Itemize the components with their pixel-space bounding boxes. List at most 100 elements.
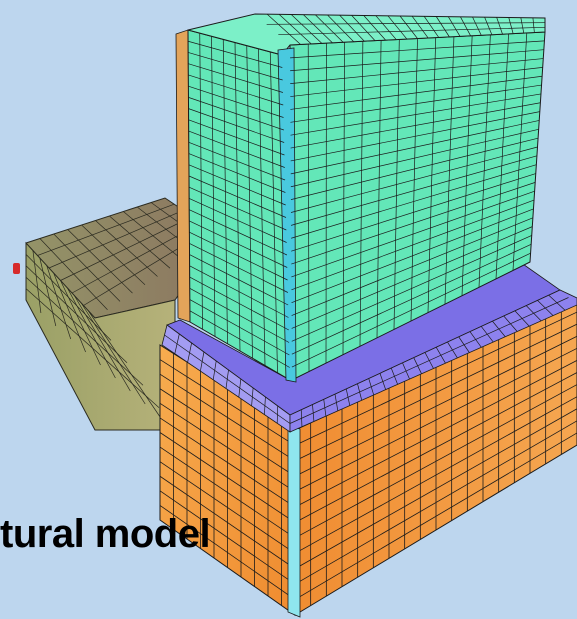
tall-front-mesh-line — [188, 97, 284, 131]
marker-icon — [13, 263, 20, 274]
tall-front-mesh-line — [189, 198, 287, 243]
tall-front-mesh-line — [188, 186, 287, 231]
slab-side-mesh-line — [39, 257, 57, 327]
tall-side-mesh-line — [291, 164, 537, 239]
tall-top-mesh-line — [435, 16, 450, 38]
tall-front-mesh-line — [188, 141, 286, 181]
tall-top-mesh-line — [520, 17, 525, 34]
base-side-mesh-line — [294, 408, 577, 570]
base-side-mesh-line — [294, 432, 577, 600]
base-block — [159, 299, 577, 618]
tall-front-mesh-line — [189, 265, 289, 318]
tall-top-mesh-line — [375, 15, 397, 40]
tall-front-mesh-line — [189, 299, 290, 356]
tall-side-mesh-line — [291, 252, 531, 368]
base-front-mesh-line — [159, 373, 296, 462]
tall-front-mesh-line — [188, 130, 285, 168]
tall-front-mesh-line — [188, 119, 285, 156]
tall-top-mesh-line — [460, 16, 471, 36]
tall-top-mesh-line — [291, 14, 323, 44]
tall-side-mesh-line — [291, 226, 533, 329]
slab-side-mesh-line — [60, 280, 101, 366]
slab-side-mesh-line — [32, 250, 42, 314]
tall-front-mesh-line — [189, 288, 290, 343]
tall-front-mesh-line — [187, 40, 283, 68]
slab-side-mesh-line — [87, 310, 161, 418]
slab-side-mesh-line — [53, 272, 86, 353]
tall-side-mesh-line — [290, 40, 545, 59]
base-front-mesh-line — [159, 402, 296, 493]
tall-front-mesh-line — [188, 63, 284, 93]
tall-side-mesh-line — [290, 111, 540, 162]
figure-caption: tural model — [0, 512, 211, 556]
tall-top-mesh-line — [363, 15, 386, 41]
base-front-mesh-line — [159, 446, 296, 539]
tall-front-mesh-line — [189, 220, 288, 268]
tall-side-mesh-line — [290, 102, 541, 149]
tall-side-mesh-line — [290, 67, 543, 97]
tall-front-mesh-line — [188, 153, 286, 193]
tall-front-mesh-line — [188, 85, 284, 118]
slab — [13, 197, 221, 431]
base-side-mesh-line — [294, 335, 577, 477]
tall-front-mesh-line — [188, 175, 287, 218]
slab-side-mesh-line — [80, 302, 146, 405]
base-front-mesh-line — [159, 505, 296, 600]
base-side-mesh-line — [294, 311, 577, 446]
base-side-mesh-line — [294, 420, 577, 585]
base-side-mesh-line — [294, 360, 577, 508]
tall-top-mesh-line — [411, 15, 429, 39]
slab-top-mesh-line — [48, 210, 184, 269]
tall-top-mesh-line — [508, 17, 514, 34]
tall-side-mesh-line — [290, 128, 539, 188]
tall-side-mesh-line — [291, 208, 534, 304]
tall-side-mesh-line — [290, 58, 544, 85]
tall-top-mesh-line — [399, 15, 418, 39]
tall-front-mesh-line — [188, 52, 283, 81]
tall-side-mesh-line — [291, 199, 535, 291]
base-front-mesh-line — [159, 388, 296, 477]
tall-top-mesh-line — [278, 14, 312, 45]
tall-side-mesh-line — [290, 49, 544, 72]
base-front-mesh-line — [159, 417, 296, 508]
base-side-mesh-line — [294, 323, 577, 462]
tall-side-mesh-line — [290, 120, 540, 175]
tall-top-mesh-line — [266, 13, 301, 45]
tall-top-mesh-line — [448, 16, 461, 37]
tall-front-mesh-line — [189, 209, 288, 256]
tall-front-mesh-line — [188, 74, 284, 106]
tall-side-mesh-line — [291, 235, 532, 342]
slab-side-mesh-line — [46, 265, 72, 340]
base-corner-edge — [287, 425, 301, 618]
tall-top-mesh-line — [484, 17, 493, 35]
tall-side-mesh-line — [291, 190, 535, 278]
slab-top-mesh-line — [60, 216, 193, 281]
slab-side-mesh-line — [67, 287, 116, 379]
tall-side-mesh-line — [290, 155, 538, 226]
tall-top-mesh-line — [496, 17, 503, 35]
slab-side-mesh-line — [25, 276, 144, 386]
base-front-mesh-line — [159, 490, 296, 585]
tall-side-mesh-line — [290, 137, 539, 200]
tall-side-mesh-line — [291, 243, 532, 355]
tall-front-mesh-line — [189, 243, 289, 293]
tall-front-mesh-line — [188, 108, 285, 143]
collar — [161, 261, 577, 433]
tall-top-mesh-line — [351, 15, 376, 41]
tall-top-mesh-line — [278, 26, 546, 36]
collar-front-mesh-line — [164, 334, 291, 424]
tall-block — [175, 13, 546, 383]
tall-top-mesh-line — [423, 16, 440, 38]
base-side-mesh-line — [294, 347, 577, 493]
tall-top-mesh-line — [315, 14, 344, 43]
tall-side-mesh-line — [291, 182, 536, 265]
collar-side-mesh-line — [289, 297, 569, 424]
slab-side-mesh-line — [25, 265, 128, 364]
tall-front-mesh-line — [189, 310, 290, 368]
base-front-mesh-line — [159, 475, 296, 570]
tall-front-mesh-line — [188, 164, 286, 206]
slab-side-mesh-line — [73, 295, 131, 392]
tall-side-mesh-line — [291, 173, 536, 252]
